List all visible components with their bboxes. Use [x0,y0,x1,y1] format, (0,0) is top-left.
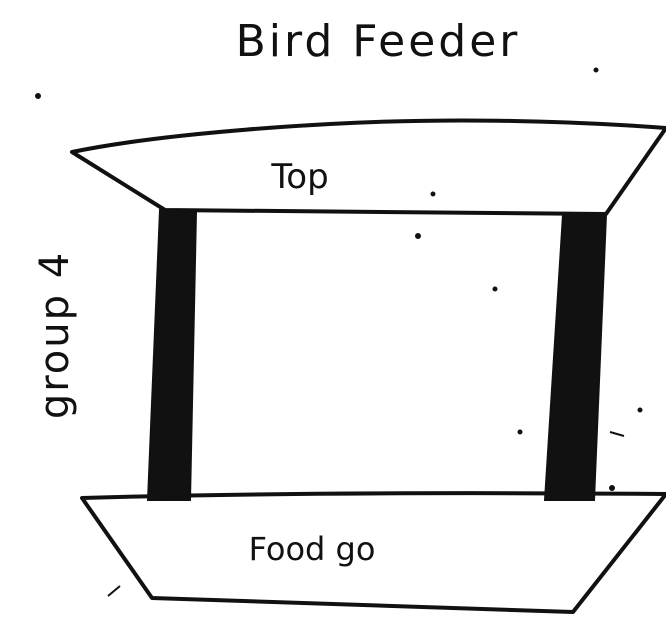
top-label: Top [270,157,328,197]
stray-dot [36,94,40,98]
stray-stroke [108,586,120,596]
feeder-top [72,121,666,214]
stray-dot [595,69,598,72]
stray-dot [639,409,642,412]
stray-marks [36,69,642,597]
stray-dot [416,234,420,238]
stray-dot [610,486,614,490]
left-post [148,210,196,500]
stray-stroke [610,432,624,436]
food-tray-label: Food go [249,530,376,568]
stray-dot [494,288,497,291]
top-underside-edge [165,210,606,214]
group-label: group 4 [32,251,78,419]
stray-dot [519,431,522,434]
right-post [545,215,606,500]
drawing-title: Bird Feeder [236,16,521,67]
stray-dot [432,193,435,196]
